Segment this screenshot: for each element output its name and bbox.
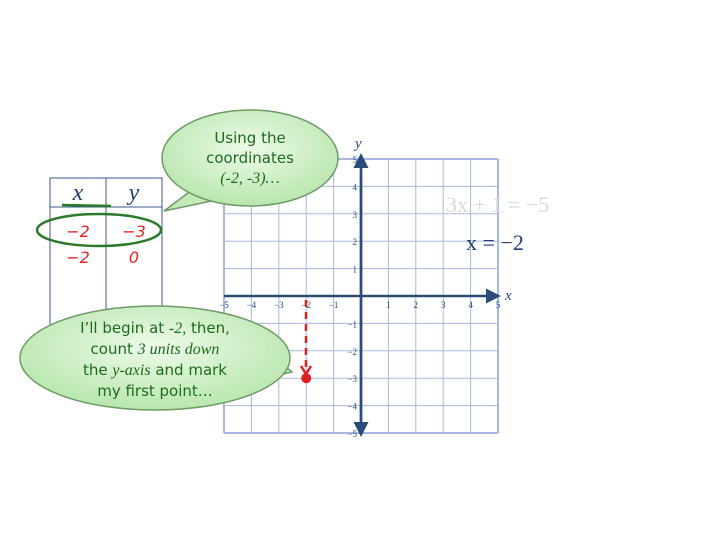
table-cell-x: −2 xyxy=(66,222,90,241)
table-cell-y: 0 xyxy=(129,248,139,267)
x-tick-label: 5 xyxy=(496,300,501,310)
bubble-line: and mark xyxy=(150,361,227,379)
y-tick-label: −1 xyxy=(347,319,357,329)
bubble-body xyxy=(161,109,339,207)
x-tick-label: −1 xyxy=(329,300,339,310)
bubble-italic: -2, xyxy=(168,320,187,337)
y-axis-label: y xyxy=(353,136,362,152)
top-bubble-text: Using the coordinates (-2, -3)… xyxy=(175,128,325,189)
y-tick-label: 2 xyxy=(353,237,358,247)
coordinate-text: (-2, -3)… xyxy=(220,170,280,187)
circled-row-highlight xyxy=(35,212,163,248)
plotted-point xyxy=(301,373,312,384)
x-tick-label: −5 xyxy=(219,300,229,310)
table-cell-y: −3 xyxy=(122,222,146,241)
x-tick-label: −3 xyxy=(274,300,284,310)
header-underline xyxy=(61,203,112,208)
solution-equation: x = −2 xyxy=(466,230,524,255)
bubble-line: coordinates xyxy=(206,149,294,167)
bubble-italic: 3 units down xyxy=(137,341,220,358)
bottom-bubble-text: I’ll begin at -2, then, count 3 units do… xyxy=(27,318,283,401)
bubble-body xyxy=(19,305,291,411)
bubble-line: I’ll begin at xyxy=(80,319,169,337)
y-tick-label: −5 xyxy=(347,429,357,439)
x-tick-label: 4 xyxy=(468,300,473,310)
y-tick-label: 5 xyxy=(353,155,358,165)
xy-table: x y −2 −3 −2 0 xyxy=(35,177,163,329)
table-header-y: y xyxy=(127,180,140,206)
x-axis-label: x xyxy=(504,288,512,304)
speech-bubble-bottom xyxy=(19,305,294,411)
bubble-line: then, xyxy=(186,319,230,337)
bubble-line: count xyxy=(90,340,138,358)
y-tick-label: −3 xyxy=(347,374,357,384)
faded-equation: 3x + 1 = −5 xyxy=(446,192,549,217)
x-tick-label: −4 xyxy=(247,300,257,310)
y-tick-label: −2 xyxy=(347,347,357,357)
x-tick-label: 3 xyxy=(441,300,446,310)
y-tick-label: 4 xyxy=(353,182,358,192)
bubble-line: my first point… xyxy=(97,382,213,400)
table-cell-x: −2 xyxy=(66,248,90,267)
y-tick-label: 1 xyxy=(353,265,358,275)
x-tick-label: 1 xyxy=(386,300,391,310)
bubble-line: the xyxy=(82,361,113,379)
axes xyxy=(224,153,501,437)
y-tick-label: −4 xyxy=(347,402,357,412)
table-header-x: x xyxy=(72,180,84,206)
y-tick-label: 3 xyxy=(353,210,358,220)
speech-bubble-top xyxy=(161,109,339,212)
bubble-line: Using the xyxy=(214,129,286,147)
x-tick-label: 2 xyxy=(414,300,419,310)
bubble-italic: y-axis xyxy=(112,362,151,379)
